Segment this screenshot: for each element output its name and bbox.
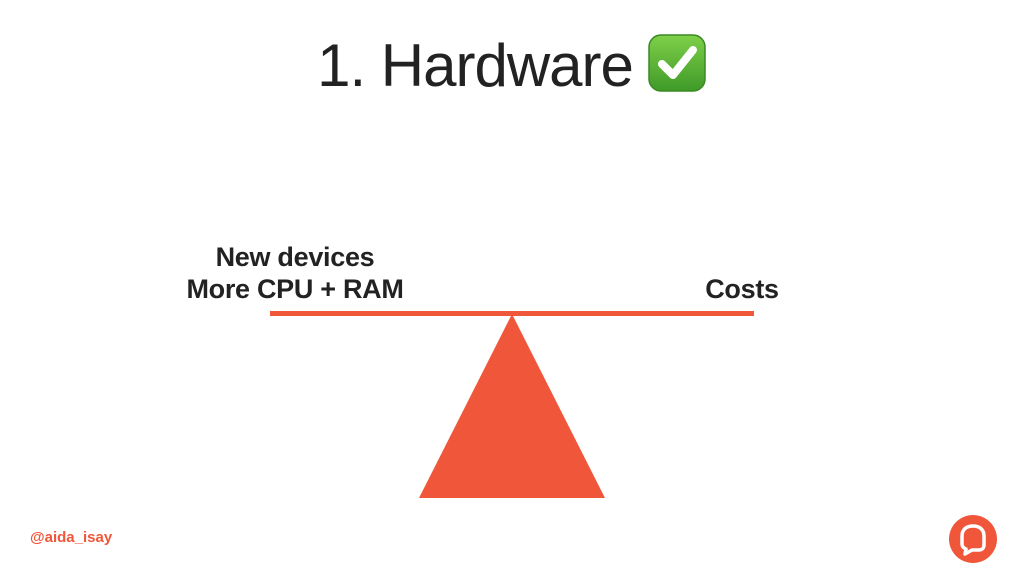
costs-label: Costs [705, 274, 779, 304]
pros-label-line-1: New devices [215, 242, 375, 272]
chat-bubble-logo-icon [949, 515, 997, 563]
slide-title-text: 1. Hardware [317, 32, 634, 100]
pros-label-line-2: More CPU + RAM [186, 274, 404, 304]
pros-label: New devices More CPU + RAM [120, 241, 470, 305]
scale-fulcrum [419, 314, 605, 498]
scale-beam [270, 311, 754, 316]
check-mark-button-icon [648, 34, 706, 92]
slide-title: 1. Hardware [0, 22, 1024, 106]
author-handle: @aida_isay [30, 529, 113, 546]
